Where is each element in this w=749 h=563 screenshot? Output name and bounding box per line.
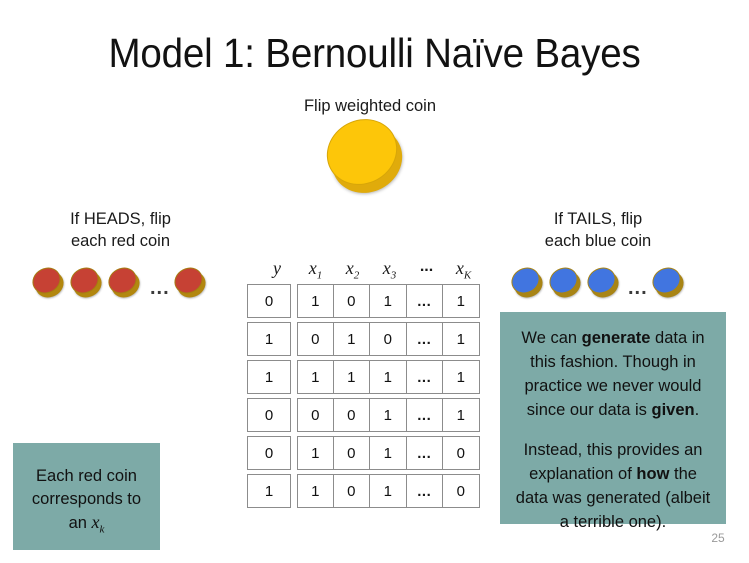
callout-left-line-2: corresponds to bbox=[31, 490, 142, 508]
cell-x2: 0 bbox=[333, 474, 370, 508]
cell-ellipsis: ... bbox=[406, 474, 443, 508]
table-body: 0 1 0 1 ... 1 1 0 1 0 ... 1 bbox=[247, 284, 481, 510]
table-header-row: y x1 x2 x3 ... xK bbox=[247, 258, 481, 284]
x-cell-group: 1 0 1 ... 0 bbox=[297, 474, 480, 508]
callout-right-paragraph-1: We can generate data in this fashion. Th… bbox=[521, 329, 705, 419]
page-number: 25 bbox=[711, 531, 725, 545]
column-header-x3: x3 bbox=[382, 258, 397, 282]
blue-coin-icon-1 bbox=[506, 262, 548, 303]
cell-x3: 1 bbox=[370, 474, 407, 508]
cell-x1: 1 bbox=[297, 360, 334, 394]
paragraph-spacer bbox=[514, 422, 712, 438]
red-coin-icon-4 bbox=[169, 262, 211, 303]
variable-xk: xk bbox=[91, 512, 105, 536]
cell-x3: 1 bbox=[370, 436, 407, 470]
blue-coin-icon-2 bbox=[544, 262, 586, 303]
x-cell-group: 0 1 0 ... 1 bbox=[297, 322, 480, 356]
cell-x1: 1 bbox=[297, 474, 334, 508]
column-header-y: y bbox=[273, 258, 281, 278]
cell-x2: 0 bbox=[333, 398, 370, 432]
x-cell-group: 1 1 1 ... 1 bbox=[297, 360, 480, 394]
page-title: Model 1: Bernoulli Naïve Bayes bbox=[108, 30, 641, 76]
red-coin-face bbox=[65, 262, 104, 299]
column-header-x1: x1 bbox=[308, 258, 323, 282]
red-coin-icon-2 bbox=[65, 262, 107, 303]
cell-x3: 0 bbox=[370, 322, 407, 356]
blue-coin-icon-4 bbox=[647, 262, 689, 303]
red-coin-ellipsis: ... bbox=[150, 277, 170, 299]
gold-coin-icon bbox=[315, 106, 414, 206]
table-row: 1 0 1 0 ... 1 bbox=[247, 322, 481, 358]
callout-right-paragraph-2: Instead, this provides an explanation of… bbox=[515, 441, 711, 531]
data-table: y x1 x2 x3 ... xK 0 1 0 1 ... 1 1 bbox=[247, 258, 481, 512]
red-coin-icon-1 bbox=[27, 262, 69, 303]
cell-xk: 1 bbox=[443, 398, 480, 432]
cell-xk: 0 bbox=[443, 436, 480, 470]
blue-coin-face bbox=[647, 262, 686, 299]
x-cell-group: 1 0 1 ... 0 bbox=[297, 436, 480, 470]
column-header-ellipsis: ... bbox=[419, 258, 434, 275]
emphasis-generate: generate bbox=[581, 329, 651, 347]
cell-x1: 1 bbox=[297, 284, 334, 318]
cell-x3: 1 bbox=[370, 360, 407, 394]
cell-y: 0 bbox=[247, 436, 291, 470]
table-row: 0 1 0 1 ... 0 bbox=[247, 436, 481, 472]
red-coin-face bbox=[169, 262, 208, 299]
cell-xk: 1 bbox=[443, 322, 480, 356]
red-coin-icon-3 bbox=[103, 262, 145, 303]
cell-y: 1 bbox=[247, 474, 291, 508]
caption-if-heads: If HEADS, flip each red coin bbox=[70, 210, 171, 250]
table-row: 1 1 1 1 ... 1 bbox=[247, 360, 481, 396]
column-header-xk: xK bbox=[455, 258, 472, 282]
cell-x2: 1 bbox=[333, 322, 370, 356]
cell-x2: 1 bbox=[333, 360, 370, 394]
x-cell-group: 1 0 1 ... 1 bbox=[297, 284, 480, 318]
cell-x1: 1 bbox=[297, 436, 334, 470]
table-row: 0 1 0 1 ... 1 bbox=[247, 284, 481, 320]
cell-ellipsis: ... bbox=[406, 398, 443, 432]
cell-x2: 0 bbox=[333, 436, 370, 470]
cell-x1: 0 bbox=[297, 398, 334, 432]
table-row: 0 0 0 1 ... 1 bbox=[247, 398, 481, 434]
gold-coin-face bbox=[315, 106, 409, 198]
caption-flip-weighted-coin: Flip weighted coin bbox=[303, 97, 437, 115]
emphasis-how: how bbox=[636, 465, 670, 483]
cell-y: 0 bbox=[247, 398, 291, 432]
cell-y: 1 bbox=[247, 360, 291, 394]
callout-right-explanation: We can generate data in this fashion. Th… bbox=[500, 312, 726, 531]
cell-x1: 0 bbox=[297, 322, 334, 356]
callout-left-line-1: Each red coin bbox=[36, 467, 137, 485]
cell-ellipsis: ... bbox=[406, 436, 443, 470]
blue-coin-ellipsis: ... bbox=[628, 277, 648, 299]
callout-left-red-coin: Each red coin corresponds to an xk bbox=[13, 443, 160, 550]
cell-x3: 1 bbox=[370, 284, 407, 318]
cell-xk: 0 bbox=[443, 474, 480, 508]
emphasis-given: given bbox=[651, 401, 695, 419]
cell-ellipsis: ... bbox=[406, 360, 443, 394]
blue-coin-face bbox=[544, 262, 583, 299]
x-cell-group: 0 0 1 ... 1 bbox=[297, 398, 480, 432]
cell-ellipsis: ... bbox=[406, 284, 443, 318]
cell-x2: 0 bbox=[333, 284, 370, 318]
cell-ellipsis: ... bbox=[406, 322, 443, 356]
red-coin-face bbox=[103, 262, 142, 299]
cell-xk: 1 bbox=[443, 284, 480, 318]
column-header-x2: x2 bbox=[345, 258, 360, 282]
blue-coin-face bbox=[582, 262, 621, 299]
cell-xk: 1 bbox=[443, 360, 480, 394]
table-row: 1 1 0 1 ... 0 bbox=[247, 474, 481, 510]
cell-y: 0 bbox=[247, 284, 291, 318]
cell-x3: 1 bbox=[370, 398, 407, 432]
cell-y: 1 bbox=[247, 322, 291, 356]
blue-coin-icon-3 bbox=[582, 262, 624, 303]
caption-if-tails: If TAILS, flip each blue coin bbox=[544, 210, 652, 250]
callout-left-line-3: an xk bbox=[68, 512, 105, 536]
red-coin-face bbox=[27, 262, 66, 299]
blue-coin-face bbox=[506, 262, 545, 299]
